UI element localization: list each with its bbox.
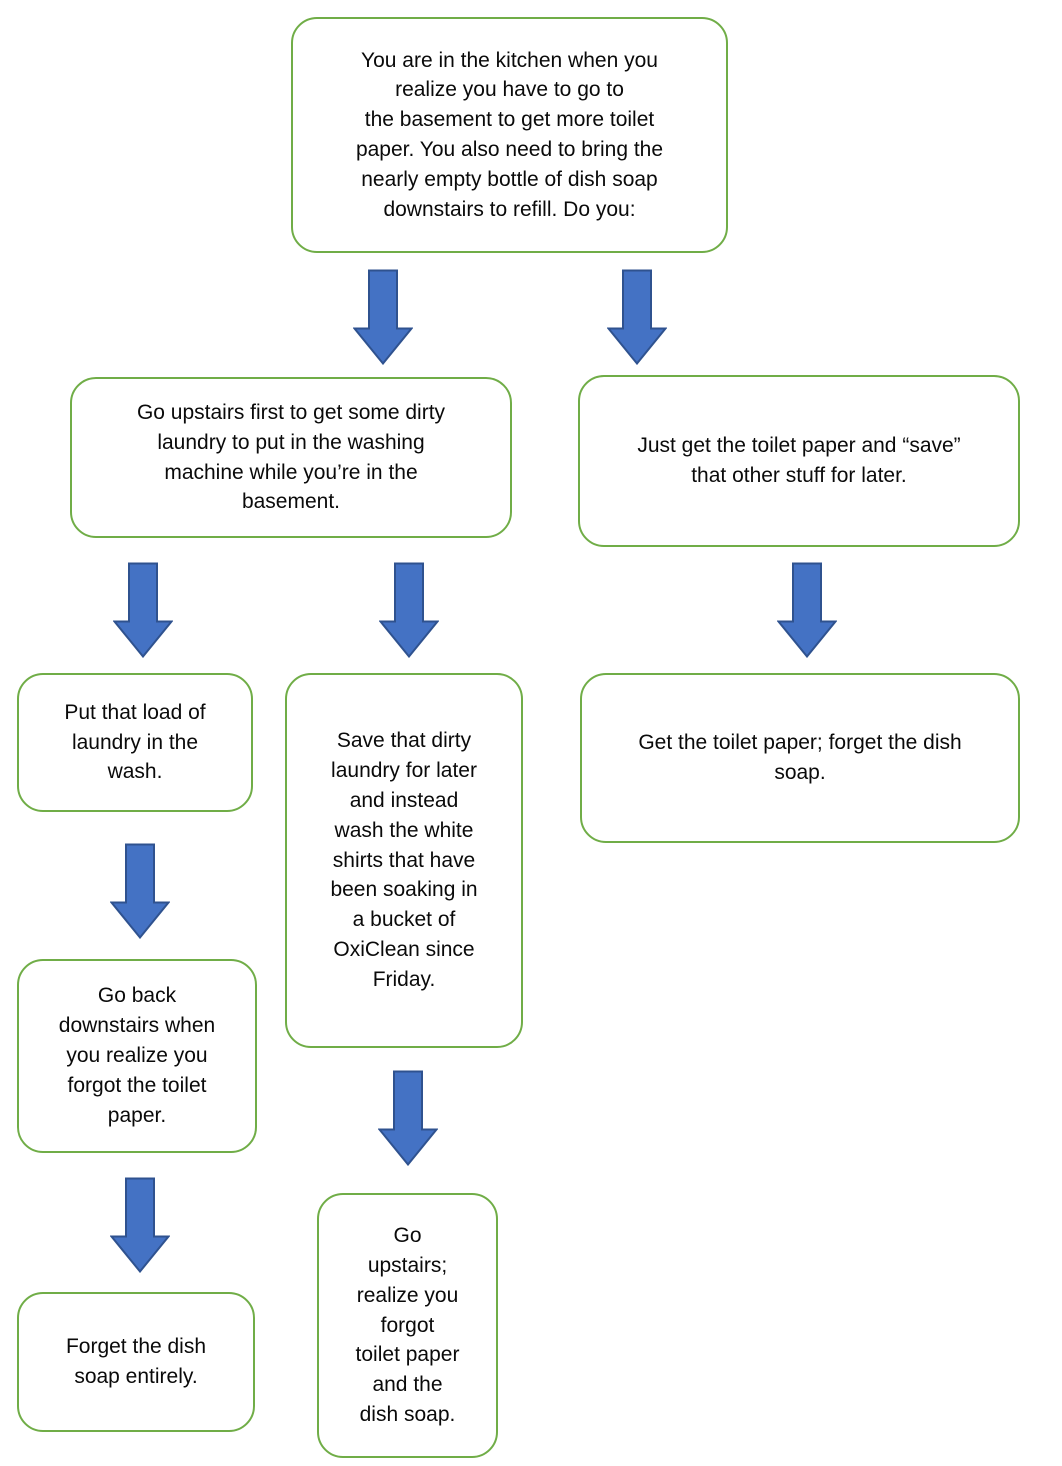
node-start-text: You are in the kitchen when you realize … [355,48,664,221]
arrow-save-laundry-to-go-upstairs [378,1070,438,1166]
node-go-upstairs-forgot-both: Go upstairs; realize you forgot toilet p… [317,1193,498,1458]
down-arrow-icon [777,562,837,658]
node-get-tp-forget-soap-text: Get the toilet paper; forget the dish so… [638,731,962,784]
node-go-back-downstairs-text: Go back downstairs when you realize you … [58,984,216,1127]
node-get-tp-forget-soap: Get the toilet paper; forget the dish so… [580,673,1020,843]
node-forget-dish-soap-text: Forget the dish soap entirely. [65,1335,207,1388]
node-go-back-downstairs: Go back downstairs when you realize you … [17,959,257,1153]
node-laundry-first: Go upstairs first to get some dirty laun… [70,377,512,538]
node-go-upstairs-forgot-both-text: Go upstairs; realize you forgot toilet p… [355,1224,460,1427]
node-save-laundry-wash-whites: Save that dirty laundry for later and in… [285,673,523,1048]
arrow-put-load-to-go-back-downstairs [110,843,170,939]
arrow-start-to-laundry-first [353,269,413,365]
node-forget-dish-soap: Forget the dish soap entirely. [17,1292,255,1432]
node-laundry-first-text: Go upstairs first to get some dirty laun… [136,400,446,514]
down-arrow-icon [378,1070,438,1166]
node-put-load-in-wash: Put that load of laundry in the wash. [17,673,253,812]
node-just-toilet-paper-text: Just get the toilet paper and “save” tha… [637,434,961,487]
node-put-load-in-wash-text: Put that load of laundry in the wash. [64,700,206,784]
down-arrow-icon [110,1177,170,1273]
node-start: You are in the kitchen when you realize … [291,17,728,253]
down-arrow-icon [353,269,413,365]
down-arrow-icon [379,562,439,658]
node-just-toilet-paper: Just get the toilet paper and “save” tha… [578,375,1020,547]
node-save-laundry-wash-whites-text: Save that dirty laundry for later and in… [330,729,478,991]
down-arrow-icon [110,843,170,939]
down-arrow-icon [113,562,173,658]
down-arrow-icon [607,269,667,365]
arrow-just-toilet-paper-to-get-tp [777,562,837,658]
arrow-go-back-downstairs-to-forget-soap [110,1177,170,1273]
arrow-laundry-first-to-put-load [113,562,173,658]
arrow-laundry-first-to-save-laundry [379,562,439,658]
arrow-start-to-just-toilet-paper [607,269,667,365]
